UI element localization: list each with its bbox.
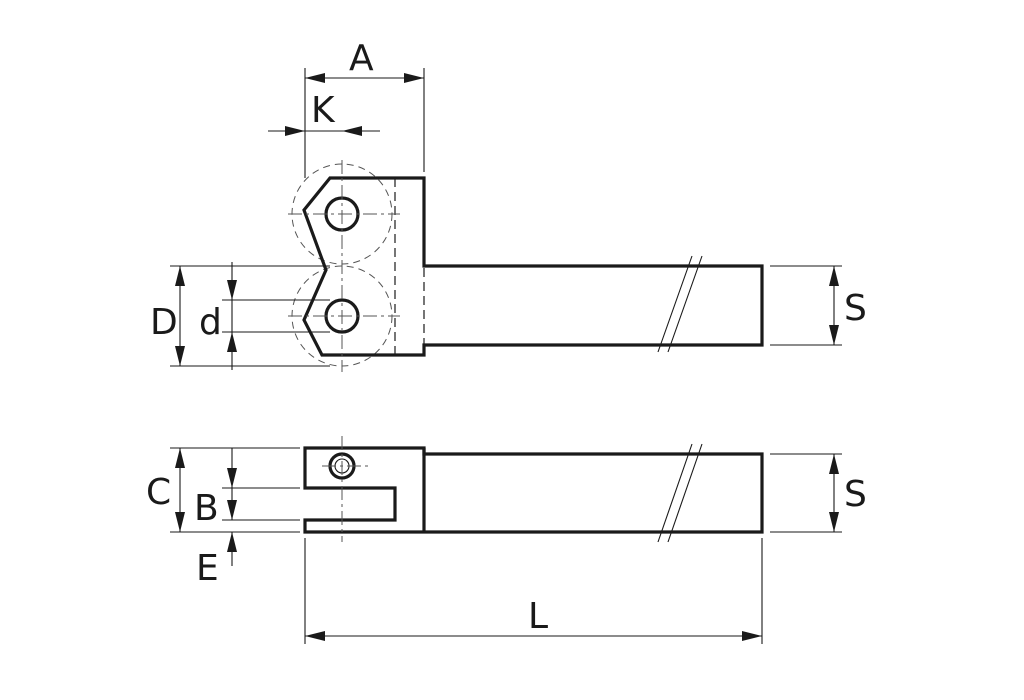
break-mark-top-1 <box>657 255 693 353</box>
break-mark-side-1 <box>657 443 693 543</box>
arrow-K-right <box>342 126 362 136</box>
arrow-K-left <box>285 126 305 136</box>
tool-holder-outline-top <box>302 176 764 357</box>
dimension-label-d: d <box>199 302 222 343</box>
dimension-label-A: A <box>349 38 374 79</box>
arrow-D-top <box>175 266 185 286</box>
arrow-E <box>227 532 237 552</box>
arrow-L-left <box>305 631 325 641</box>
arrow-S-bottom-lower <box>829 512 839 532</box>
arrow-A-left <box>305 73 325 83</box>
arrow-A-right <box>404 73 424 83</box>
break-mark-top-2 <box>667 255 703 353</box>
dimension-label-C: C <box>146 472 171 513</box>
arrow-S-top-upper <box>829 266 839 286</box>
arrow-C-bottom <box>175 512 185 532</box>
arrow-C-top <box>175 448 185 468</box>
arrow-d-bottom <box>227 332 237 352</box>
dimension-label-S-top: S <box>844 288 867 329</box>
dimension-label-L: L <box>528 596 548 637</box>
tool-holder-outline-side <box>303 446 764 534</box>
arrow-B-top <box>227 468 237 488</box>
dimension-label-B: B <box>194 488 219 529</box>
dimension-label-S-bottom: S <box>844 474 867 515</box>
arrow-S-top-lower <box>829 325 839 345</box>
arrow-S-bottom-upper <box>829 454 839 474</box>
side-view: C B E S L <box>146 436 867 644</box>
dimension-label-E: E <box>196 548 219 589</box>
arrow-B-bottom <box>227 500 237 520</box>
dimension-label-K: K <box>311 90 336 131</box>
arrow-D-bottom <box>175 346 185 366</box>
arrow-d-top <box>227 280 237 300</box>
dimension-label-D: D <box>150 302 178 343</box>
arrow-L-right <box>742 631 762 641</box>
top-view: A K D d S <box>150 38 867 372</box>
break-mark-side-2 <box>667 443 703 543</box>
